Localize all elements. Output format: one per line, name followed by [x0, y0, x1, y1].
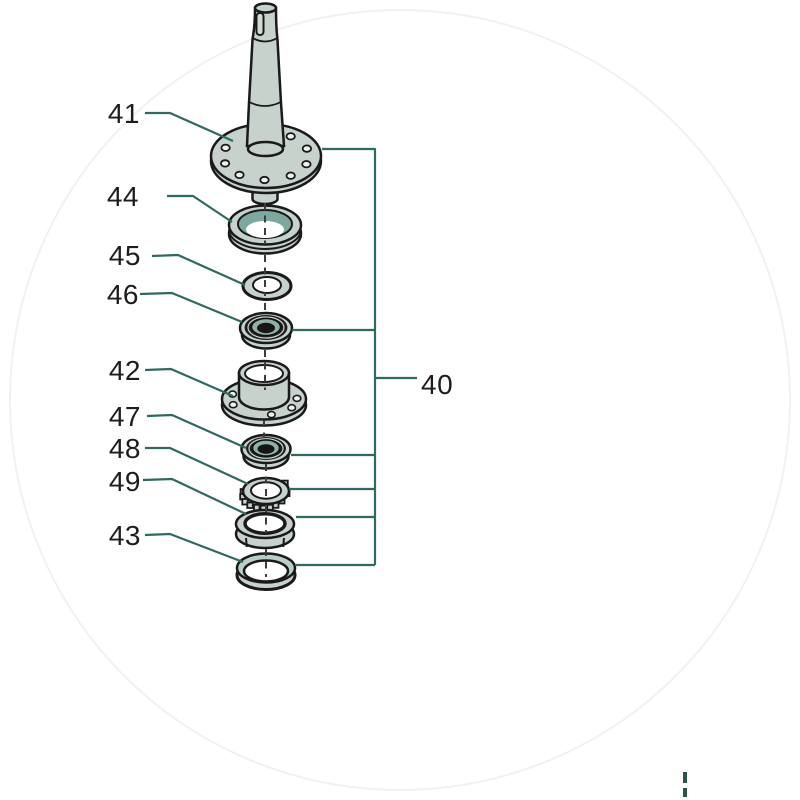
callout-47: 47 [108, 401, 141, 432]
callout-49: 49 [108, 466, 141, 497]
flat-washer [241, 271, 293, 301]
hub [220, 359, 308, 427]
callout-46: 46 [106, 279, 139, 310]
callout-43: 43 [108, 520, 141, 551]
leader-lines [139, 111, 249, 564]
flange-bolt-holes [220, 132, 312, 185]
callout-44: 44 [106, 181, 139, 212]
dust-cap [235, 552, 297, 591]
watermark-circle [9, 9, 791, 791]
callout-45: 45 [108, 240, 141, 271]
callout-48: 48 [108, 433, 141, 464]
callout-42: 42 [108, 355, 141, 386]
lock-nut [234, 508, 296, 550]
bearing-upper [238, 311, 294, 350]
lock-nut-slots [245, 537, 285, 548]
bracket-line-40 [289, 147, 417, 567]
centerline [263, 203, 267, 577]
callout-41: 41 [107, 98, 140, 129]
callout-40: 40 [421, 369, 454, 400]
spindle-shaft [209, 2, 323, 206]
bearing-lower [240, 433, 292, 470]
